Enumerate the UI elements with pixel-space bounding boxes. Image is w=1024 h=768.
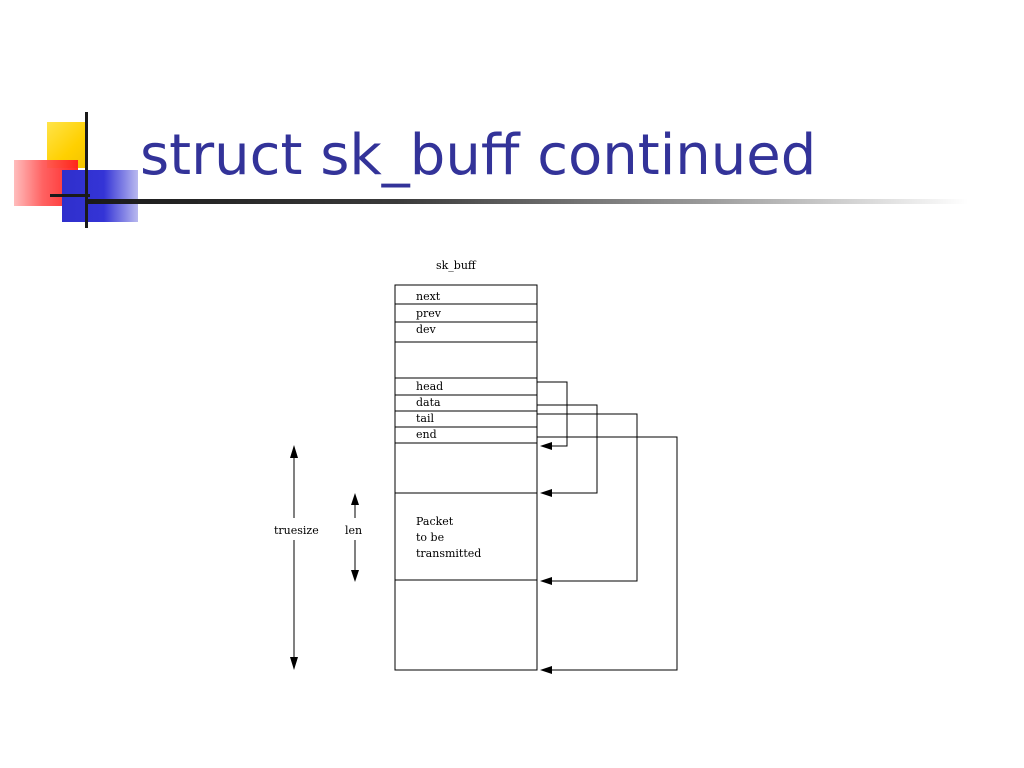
tail-pointer-arrow	[537, 413, 638, 582]
field-next: next	[416, 290, 441, 303]
packet-text-line: transmitted	[416, 547, 481, 560]
data-arrowhead	[540, 489, 552, 497]
truesize-label: truesize	[274, 524, 319, 537]
field-tail: tail	[416, 412, 434, 425]
end-arrowhead	[540, 666, 552, 674]
len-arrowhead-up	[351, 493, 359, 505]
data-pointer-arrow	[537, 404, 598, 494]
field-prev: prev	[416, 307, 442, 320]
end-pointer-arrow	[537, 436, 678, 671]
tail-arrowhead	[540, 577, 552, 585]
field-head: head	[416, 380, 443, 393]
struct-label: sk_buff	[436, 259, 477, 272]
packet-text-line: Packet	[416, 515, 454, 528]
logo-horizontal-line	[50, 194, 90, 197]
len-label: len	[345, 524, 362, 537]
packet-text-line: to be	[416, 531, 444, 544]
field-data: data	[416, 396, 441, 409]
len-arrowhead-down	[351, 570, 359, 582]
field-end: end	[416, 428, 437, 441]
packet-buffer-box	[394, 442, 538, 671]
field-dev: dev	[416, 323, 437, 336]
truesize-arrowhead-down	[290, 657, 298, 670]
slide-title: struct sk_buff continued	[140, 123, 817, 188]
truesize-arrowhead-up	[290, 445, 298, 458]
logo-vertical-line	[85, 112, 88, 228]
head-arrowhead	[540, 442, 552, 450]
title-underline	[88, 199, 968, 204]
